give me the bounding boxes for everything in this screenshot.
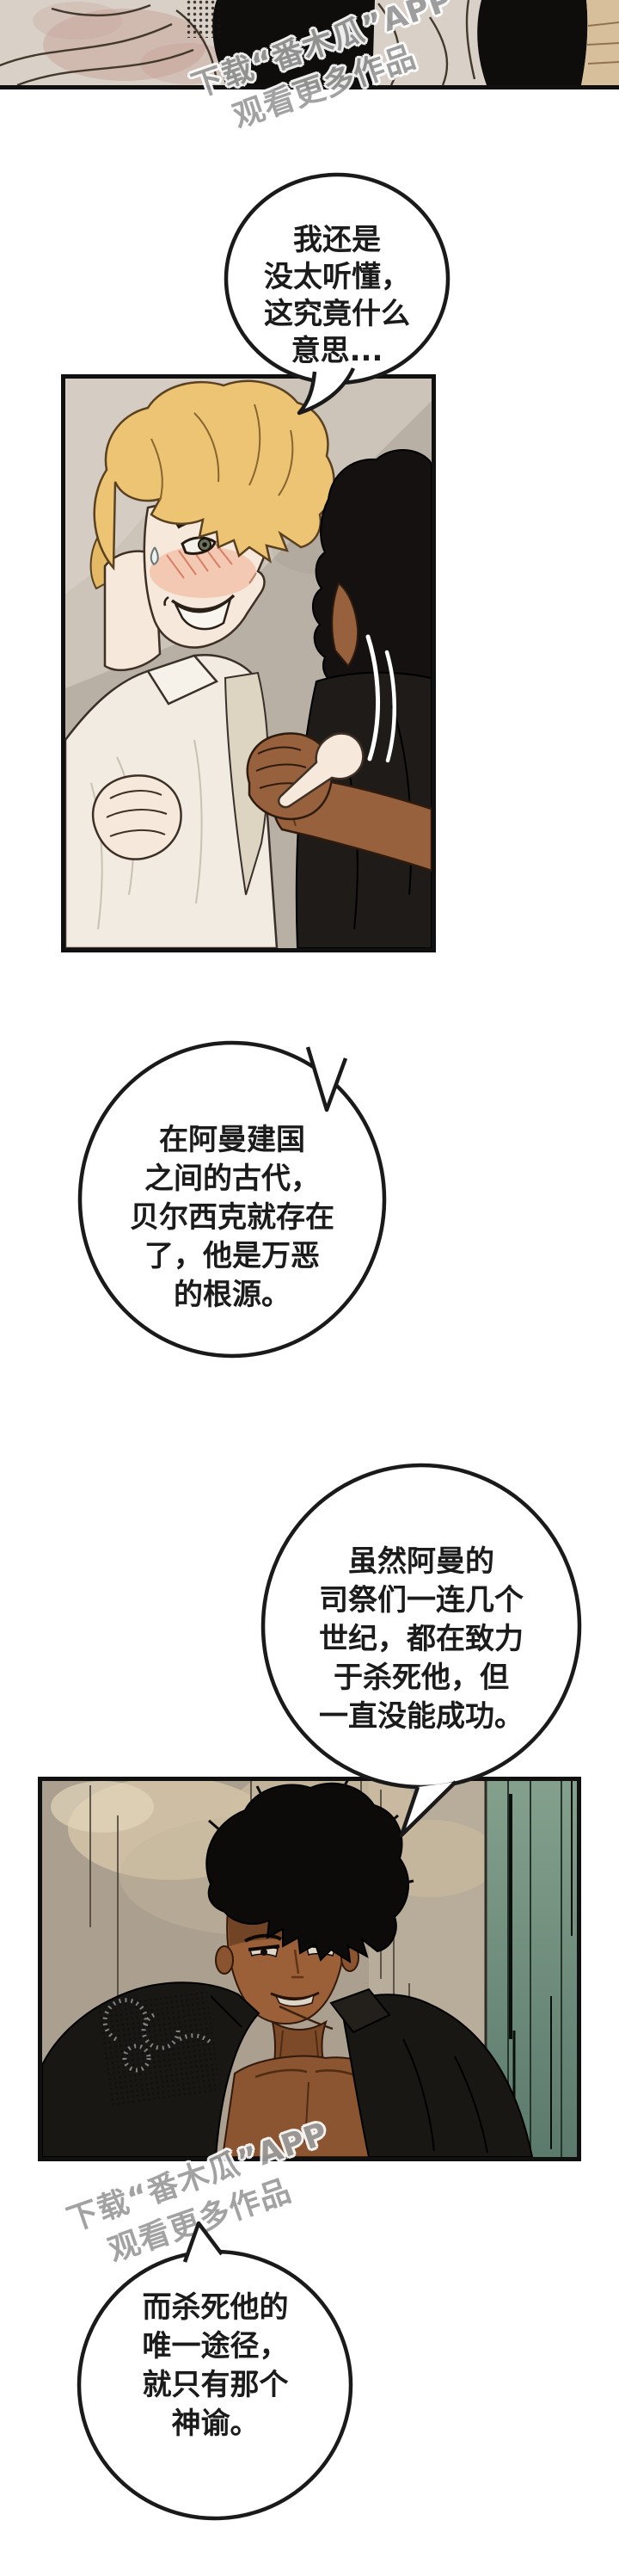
bubble-line: 虽然阿曼的 [348, 1544, 494, 1579]
hair-strands [150, 404, 294, 502]
bubble-line: 世纪，都在致力 [319, 1622, 524, 1656]
grin-teeth [174, 595, 233, 631]
bubble-line: 没太听懂， [264, 260, 410, 294]
dark-hair-mass-left [212, 0, 375, 85]
eyebrow-left [244, 1933, 283, 1943]
panel-two-characters [61, 374, 436, 952]
bubble-line: 了，他是万恶 [144, 1239, 320, 1273]
collar [146, 654, 219, 706]
dark-haired-man [42, 1781, 534, 2157]
panel-1-art [65, 379, 432, 948]
bubble-line: 的根源。 [174, 1278, 291, 1312]
bubble-line: 我还是 [293, 223, 381, 257]
bubble-line: 神谕。 [171, 2407, 260, 2441]
panel-top-bedsheets [0, 0, 619, 89]
blonde-hands [91, 732, 365, 860]
dark-curly-hair [312, 448, 432, 705]
bubble-2-tail [305, 1046, 348, 1112]
blonde-hair [93, 379, 335, 571]
speech-bubble-1-text: 我还是 没太听懂， 这究竟什么 意思... [226, 222, 448, 370]
halftone-dots [186, 0, 222, 38]
speech-bubble-3-text: 虽然阿曼的 司祭们一连几个 世纪，都在致力 于杀死他，但 一直没能成功。 [263, 1543, 579, 1736]
bubble-line: 这究竟什么 [264, 297, 410, 331]
bubble-line: 司祭们一连几个 [319, 1583, 524, 1618]
teeth [274, 1994, 316, 2007]
speech-bubble-4-text: 而杀死他的 唯一途径， 就只有那个 神谕。 [79, 2289, 352, 2444]
bubble-line: 唯一途径， [142, 2329, 289, 2363]
dark-hair-mass-right [477, 0, 588, 85]
bubble-line: 而杀死他的 [142, 2290, 289, 2325]
gray-curl-marks [102, 1998, 212, 2073]
motion-lines-icon [365, 634, 396, 763]
jaw-line [279, 2005, 334, 2031]
panel-top-art [0, 0, 619, 85]
jacket-collar [329, 1987, 391, 2034]
bubble-line: 一直没能成功。 [319, 1699, 524, 1734]
sheet-fold-lines [0, 0, 476, 85]
nose [291, 1949, 303, 1979]
bubble-line: 在阿曼建国 [159, 1123, 305, 1157]
panel-dark-haired-man [38, 1777, 581, 2161]
sweat-drop-icon [150, 546, 159, 566]
blush [150, 546, 256, 598]
bubble-line: 贝尔西克就存在 [130, 1200, 334, 1235]
speech-bubble-2-text: 在阿曼建国 之间的古代， 贝尔西克就存在 了，他是万恶 的根源。 [80, 1121, 384, 1315]
bubble-line: 于杀死他，但 [334, 1661, 509, 1695]
ear-left [215, 1945, 234, 1975]
halftone-shoulder [95, 1988, 221, 2107]
bubble-line: 之间的古代， [144, 1162, 320, 1196]
bubble-line: 就只有那个 [142, 2368, 289, 2402]
jacket-right [340, 1994, 534, 2157]
tie-cloth [224, 671, 269, 896]
bubble-line: 意思... [291, 334, 383, 368]
panel-2-art [42, 1781, 577, 2157]
right-hand-pointing [277, 732, 365, 809]
left-hand [91, 774, 182, 860]
dark-haired-character [246, 448, 432, 948]
jaw-profile [331, 582, 359, 668]
